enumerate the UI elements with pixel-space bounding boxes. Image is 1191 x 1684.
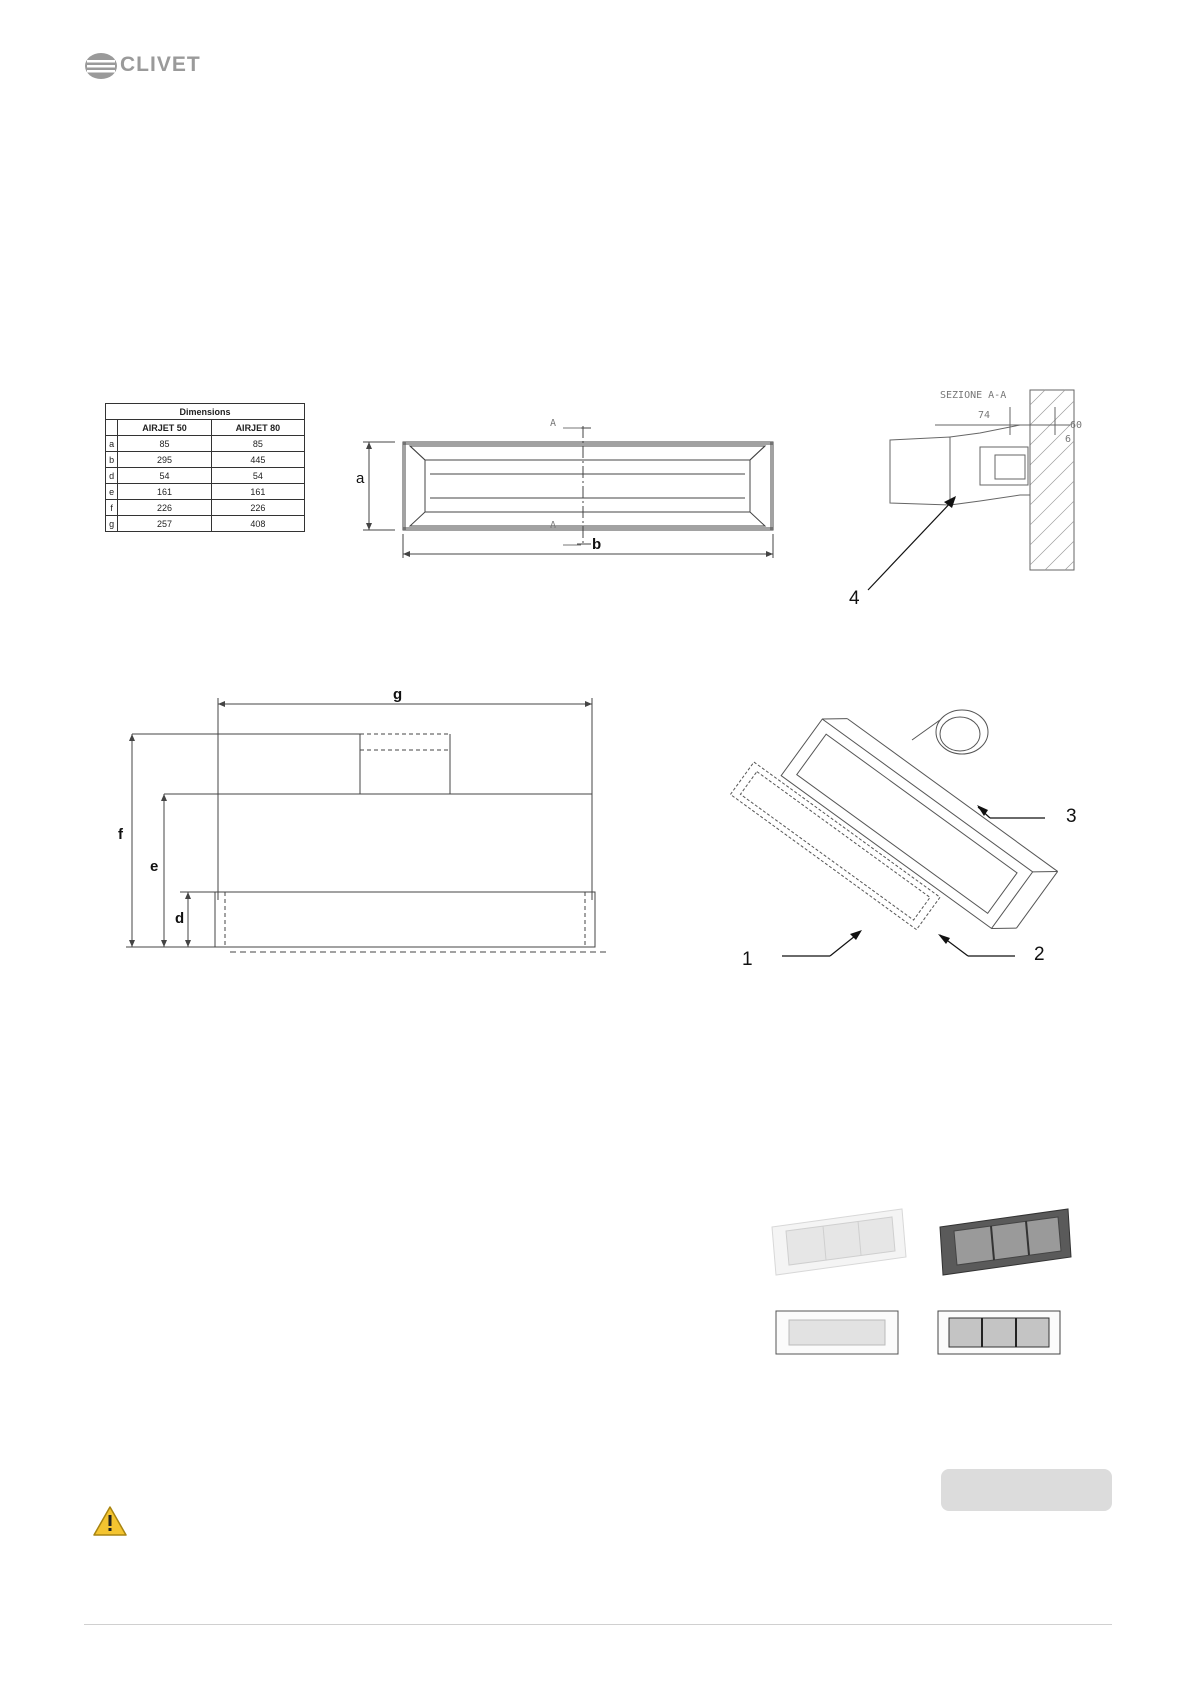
exploded-view-drawing <box>700 680 1080 970</box>
dimension-label-d: d <box>175 910 184 927</box>
cell: 295 <box>118 452 211 468</box>
cell: 54 <box>211 468 304 484</box>
table-header: AIRJET 50 <box>118 420 211 436</box>
cell: g <box>106 516 118 532</box>
cell: 85 <box>211 436 304 452</box>
dimension-label-a: a <box>356 470 364 487</box>
cell: 226 <box>118 500 211 516</box>
table-row: b 295 445 <box>106 452 305 468</box>
callout-4: 4 <box>849 588 860 610</box>
cell: 161 <box>118 484 211 500</box>
table-row: e 161 161 <box>106 484 305 500</box>
cell: f <box>106 500 118 516</box>
callout-2: 2 <box>1034 944 1045 966</box>
cell: 161 <box>211 484 304 500</box>
cell: 445 <box>211 452 304 468</box>
dimension-label-e: e <box>150 858 158 875</box>
table-row: g 257 408 <box>106 516 305 532</box>
logo-text: CLIVET <box>120 53 201 77</box>
cell: e <box>106 484 118 500</box>
callout-3: 3 <box>1066 806 1077 828</box>
cell: 85 <box>118 436 211 452</box>
table-row: f 226 226 <box>106 500 305 516</box>
gray-label-box <box>941 1469 1112 1511</box>
cell: a <box>106 436 118 452</box>
section-marker-top: A <box>550 418 556 429</box>
section-title: SEZIONE A-A <box>940 390 1006 401</box>
section-dimension-74: 74 <box>978 410 990 421</box>
section-dimension-60: 60 <box>1070 420 1082 431</box>
dimension-label-g: g <box>393 686 402 703</box>
clivet-logo-mark <box>84 52 118 80</box>
clivet-logo: CLIVET <box>84 50 204 82</box>
dimension-label-b: b <box>592 536 601 553</box>
warning-icon <box>92 1505 128 1537</box>
cell: d <box>106 468 118 484</box>
footer-divider <box>84 1624 1112 1625</box>
callout-arrow-4 <box>860 490 960 600</box>
cell: 226 <box>211 500 304 516</box>
section-marker-bottom: A <box>550 520 556 531</box>
grille-image-white-front <box>775 1310 900 1356</box>
dimensions-table: Dimensions AIRJET 50 AIRJET 80 a 85 85 b… <box>105 403 305 532</box>
cell: 257 <box>118 516 211 532</box>
grille-image-white-angled <box>770 1205 910 1277</box>
cell: 54 <box>118 468 211 484</box>
table-header <box>106 420 118 436</box>
grille-image-dark-front <box>937 1310 1062 1356</box>
cell: 408 <box>211 516 304 532</box>
side-view-drawing <box>120 690 620 960</box>
callout-1: 1 <box>742 949 753 971</box>
dimensions-title: Dimensions <box>106 404 305 420</box>
dimension-label-f: f <box>118 826 123 843</box>
section-dimension-6: 6 <box>1065 434 1071 445</box>
front-view-drawing <box>355 418 795 558</box>
table-row: d 54 54 <box>106 468 305 484</box>
table-row: a 85 85 <box>106 436 305 452</box>
cell: b <box>106 452 118 468</box>
grille-image-dark-angled <box>938 1205 1073 1277</box>
table-header: AIRJET 80 <box>211 420 304 436</box>
